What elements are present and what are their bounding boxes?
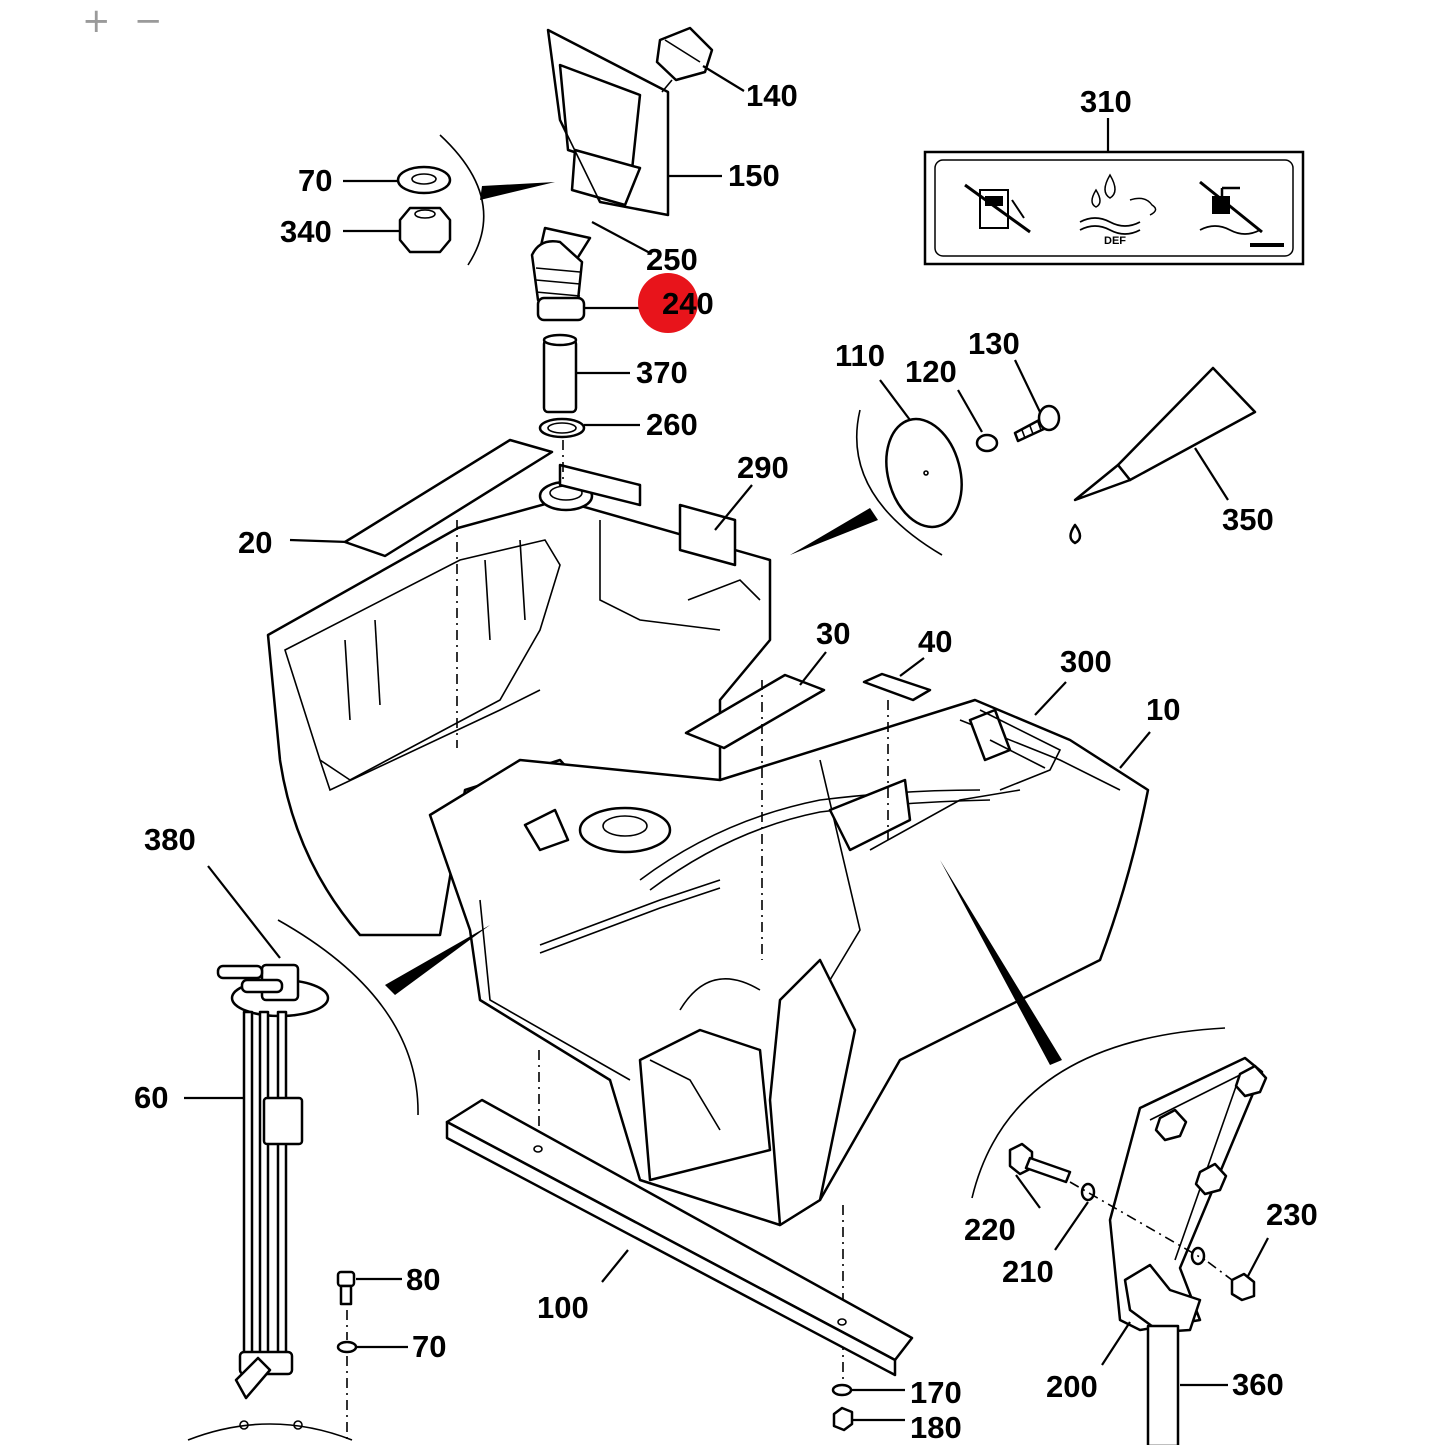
callout-120[interactable]: 120 [905, 354, 957, 389]
callout-80[interactable]: 80 [406, 1262, 440, 1297]
filler-cap [655, 26, 714, 93]
filler-funnel [546, 28, 670, 217]
no-fuel-pump-icon [964, 183, 1031, 234]
def-fluid-icon: DEF [1079, 173, 1157, 247]
zoom-out-button[interactable]: − [134, 1, 163, 41]
screw [1013, 404, 1061, 443]
callout-110[interactable]: 110 [835, 338, 885, 373]
washer [396, 165, 452, 195]
callout-30[interactable]: 30 [816, 616, 850, 651]
gasket-ring [538, 417, 586, 439]
callout-40[interactable]: 40 [918, 624, 952, 659]
callout-240[interactable]: 240 [662, 286, 714, 321]
callout-300[interactable]: 300 [1060, 644, 1112, 679]
callout-20[interactable]: 20 [238, 525, 272, 560]
callout-70-lower[interactable]: 70 [412, 1329, 446, 1364]
callout-380[interactable]: 380 [144, 822, 196, 857]
callout-130[interactable]: 130 [968, 326, 1020, 361]
highlight-marker[interactable] [638, 273, 698, 333]
level-sender [216, 963, 330, 1400]
callout-200[interactable]: 200 [1046, 1369, 1098, 1404]
def-label: DEF [1104, 235, 1126, 247]
elbow-hose [530, 226, 592, 322]
callout-170[interactable]: 170 [910, 1375, 962, 1410]
washer-70-lower [336, 1340, 358, 1354]
spacer-tube [542, 333, 578, 414]
callout-100[interactable]: 100 [537, 1290, 589, 1325]
tank-right-half [428, 698, 1150, 1227]
droplet-icon [1069, 523, 1082, 545]
callout-310[interactable]: 310 [1080, 84, 1132, 119]
bolt-220 [1008, 1142, 1072, 1184]
callout-150[interactable]: 150 [728, 158, 780, 193]
insulation-pad-40 [862, 672, 932, 702]
zoom-in-button[interactable]: + [82, 1, 111, 41]
insulation-pad-30 [684, 673, 826, 750]
callout-340[interactable]: 340 [280, 214, 332, 249]
insulation-pad-20 [343, 438, 554, 558]
sealant-tube [1069, 366, 1257, 545]
hex-nut [398, 206, 452, 254]
callout-350[interactable]: 350 [1222, 502, 1274, 537]
seal-washer [975, 433, 999, 453]
callout-60[interactable]: 60 [134, 1080, 168, 1115]
callout-180[interactable]: 180 [910, 1410, 962, 1445]
callout-260[interactable]: 260 [646, 407, 698, 442]
mounting-strap [445, 1098, 914, 1377]
callout-250[interactable]: 250 [646, 242, 698, 277]
callout-140[interactable]: 140 [746, 78, 798, 113]
callout-230[interactable]: 230 [1266, 1197, 1318, 1232]
def-decal: DEF [923, 150, 1305, 266]
callout-10[interactable]: 10 [1146, 692, 1180, 727]
callout-220[interactable]: 220 [964, 1212, 1016, 1247]
callout-70-upper[interactable]: 70 [298, 163, 332, 198]
cover-plate [885, 417, 963, 529]
washer-210 [1080, 1182, 1096, 1202]
callout-360[interactable]: 360 [1232, 1367, 1284, 1402]
callout-290[interactable]: 290 [737, 450, 789, 485]
bolt-80 [336, 1270, 356, 1306]
callout-210[interactable]: 210 [1002, 1254, 1054, 1289]
callout-370[interactable]: 370 [636, 355, 688, 390]
no-water-tap-icon [1199, 180, 1263, 235]
washer-170 [831, 1383, 853, 1397]
mounting-bracket [1108, 1056, 1268, 1445]
nut-180 [832, 1406, 854, 1432]
nut-230 [1230, 1272, 1256, 1302]
